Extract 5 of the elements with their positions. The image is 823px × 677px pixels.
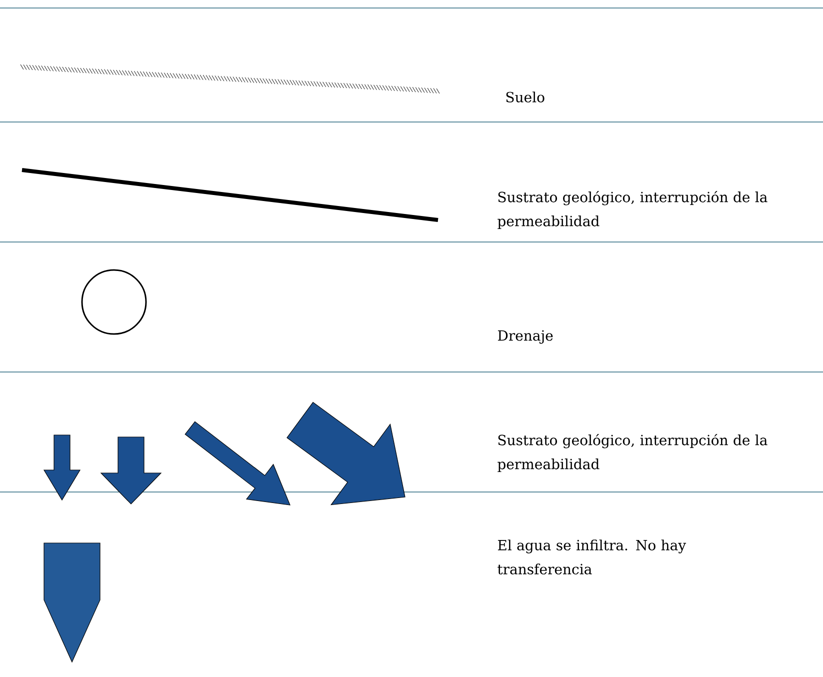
legend-text: El agua se infiltra. No hay transferencia	[498, 540, 686, 574]
legend-text: Sustrato geológico, interrupción de la permeabilidad	[498, 190, 768, 230]
legend-text: Suelo	[506, 92, 544, 102]
legend-text: Sustrato geológico, interrupción de la permeabilidad	[498, 434, 768, 472]
legend-text: Drenaje	[498, 330, 553, 344]
